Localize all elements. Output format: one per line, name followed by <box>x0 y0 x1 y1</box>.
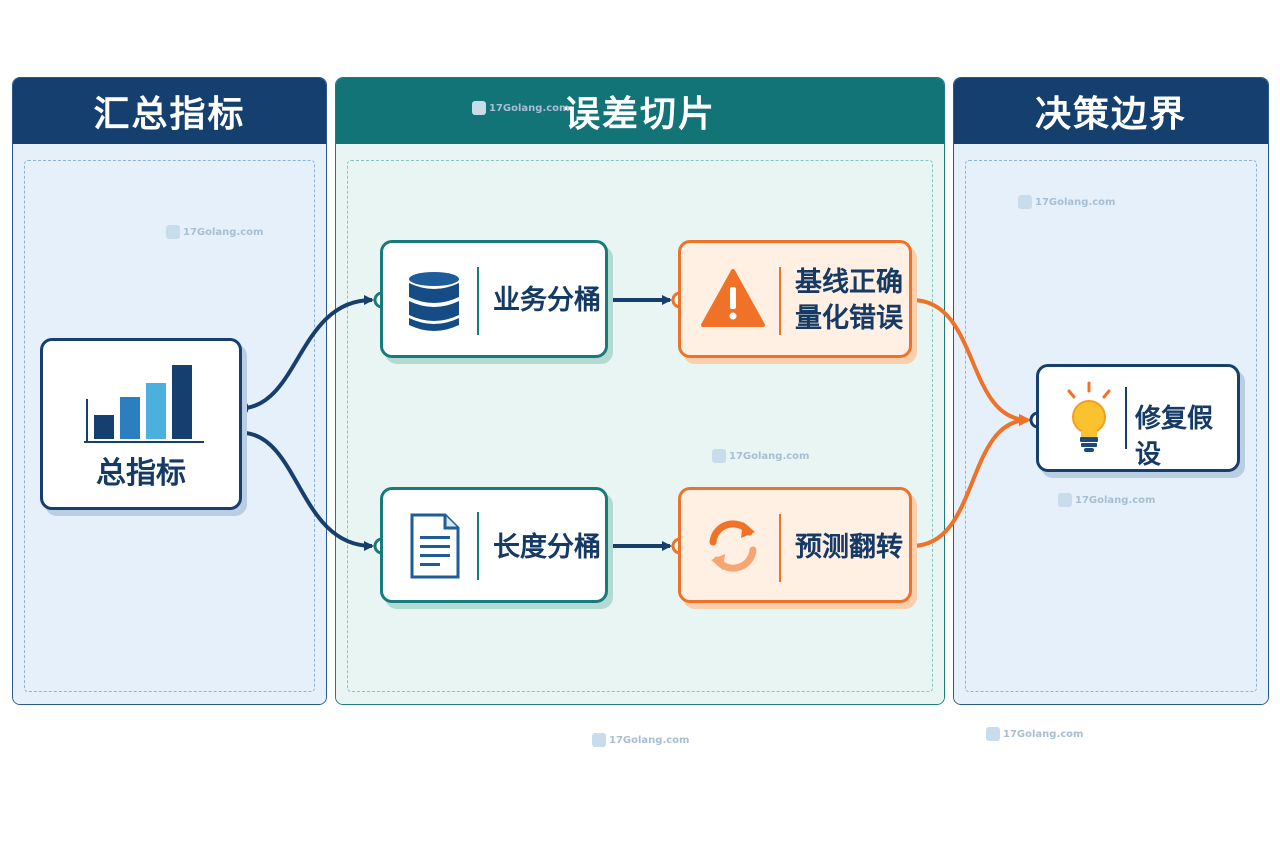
refresh-icon <box>709 520 757 572</box>
watermark: 17Golang.com <box>986 727 1083 741</box>
watermark: 17Golang.com <box>1058 493 1155 507</box>
baseline-error-node[interactable]: 基线正确 量化错误 <box>678 240 912 358</box>
decision-lane-title: 决策边界 <box>954 78 1268 144</box>
watermark: 17Golang.com <box>1018 195 1115 209</box>
baseline-error-label-line2: 量化错误 <box>795 303 903 334</box>
watermark: 17Golang.com <box>712 449 809 463</box>
error-slices-lane-body <box>336 144 944 704</box>
error-slices-lane: 误差切片 <box>335 77 945 705</box>
warning-icon <box>701 269 765 327</box>
baseline-error-label-line1: 基线正确 <box>795 267 903 298</box>
edge-overall-to-length <box>245 431 374 551</box>
watermark: 17Golang.com <box>472 101 569 115</box>
error-slices-lane-title: 误差切片 <box>336 78 944 144</box>
fix-hypothesis-label: 修复假设 <box>1135 404 1214 470</box>
bar-chart-icon <box>84 365 204 443</box>
overall-metric-node[interactable]: 总指标 <box>40 338 242 510</box>
edge-baseline-to-fix <box>911 298 1031 426</box>
summary-lane-title: 汇总指标 <box>13 78 326 144</box>
length-bucket-node[interactable]: 长度分桶 <box>380 487 608 603</box>
watermark: 17Golang.com <box>166 225 263 239</box>
prediction-flip-node[interactable]: 预测翻转 <box>678 487 912 603</box>
edge-overall-to-business <box>245 295 374 410</box>
lightbulb-icon <box>1067 381 1111 452</box>
business-bucket-node[interactable]: 业务分桶 <box>380 240 608 358</box>
length-bucket-label: 长度分桶 <box>493 532 601 563</box>
document-icon <box>410 513 460 579</box>
fix-hypothesis-node[interactable]: 修复假设 <box>1036 364 1240 472</box>
overall-metric-label: 总指标 <box>96 456 186 491</box>
prediction-flip-label: 预测翻转 <box>795 532 903 563</box>
edge-flip-to-fix <box>911 414 1031 548</box>
business-bucket-label: 业务分桶 <box>493 285 601 316</box>
watermark: 17Golang.com <box>592 733 689 747</box>
database-icon <box>409 272 459 331</box>
